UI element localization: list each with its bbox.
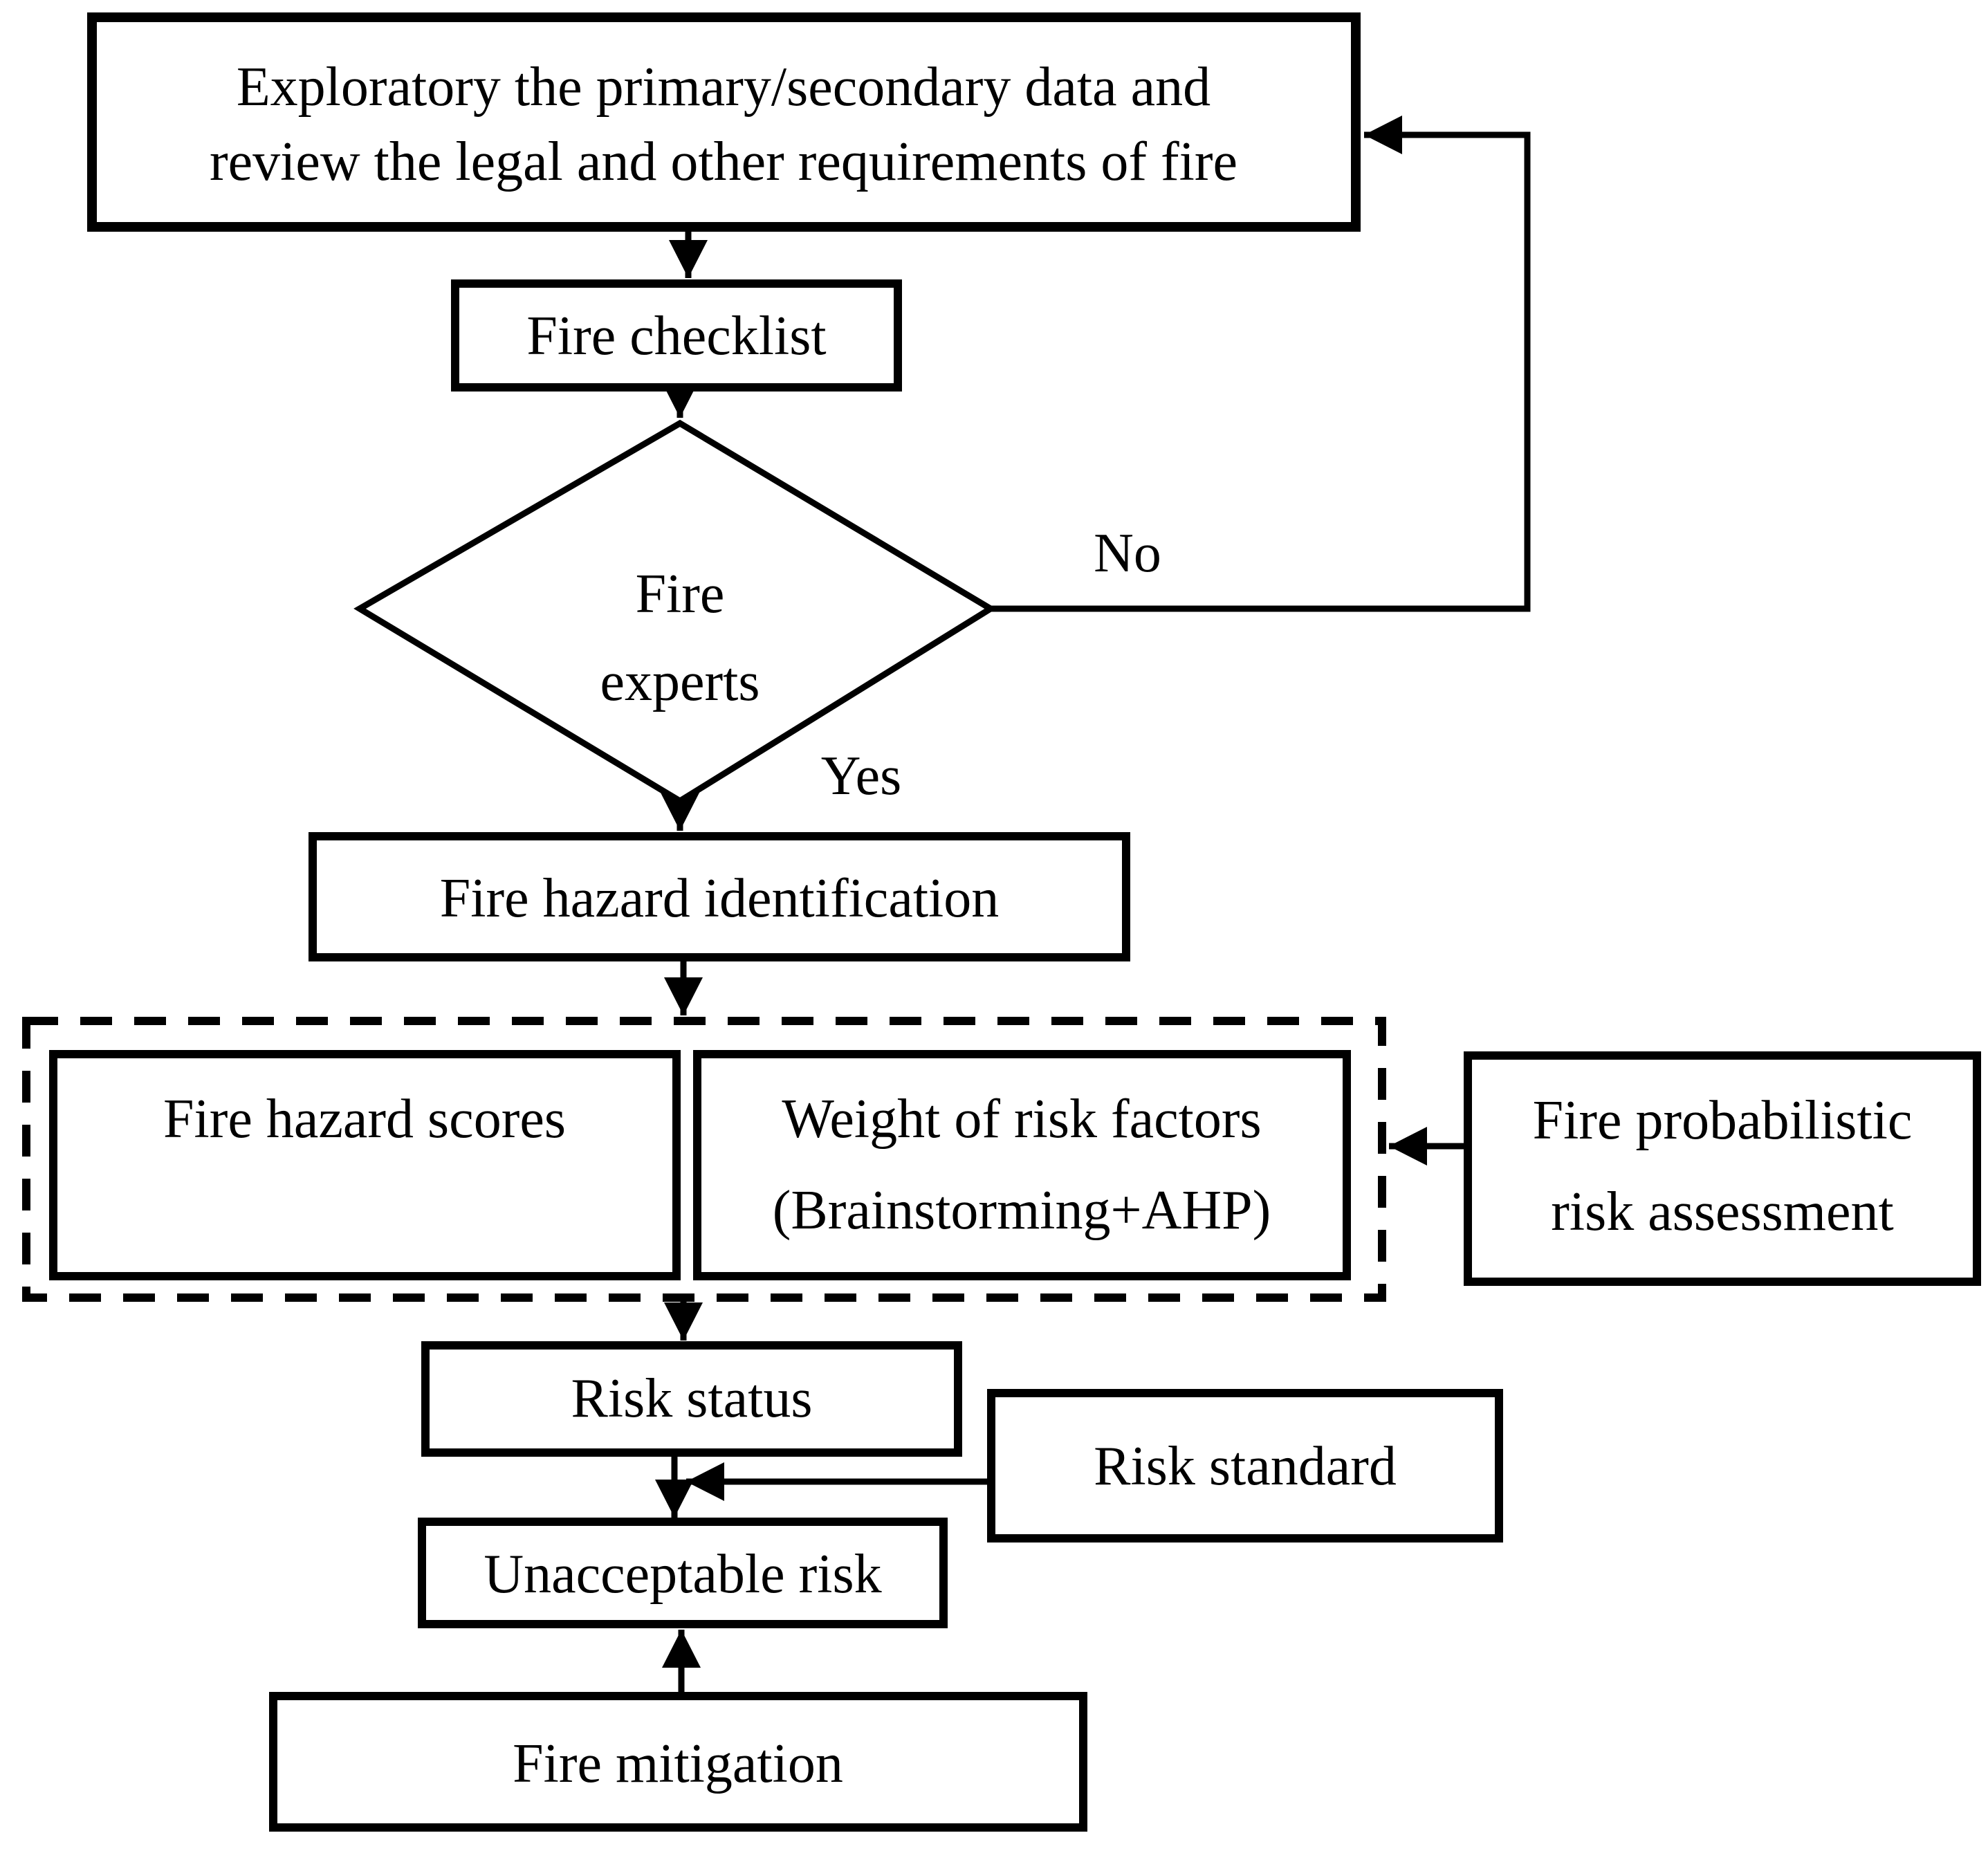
arrow-experts-no-feedback — [991, 116, 1531, 612]
node-exploratory: Exploratory the primary/secondary data a… — [87, 12, 1361, 232]
risk-status-box — [421, 1341, 962, 1457]
node-risk-status: Risk status — [421, 1341, 962, 1457]
fire-mitigation-box — [269, 1692, 1087, 1832]
yes-branch-label: Yes — [821, 746, 901, 807]
unacceptable-risk-text: Unacceptable risk — [484, 1544, 881, 1605]
weight-risk-factors-box — [693, 1050, 1351, 1280]
risk-status-text: Risk status — [571, 1368, 813, 1429]
risk-standard-text: Risk standard — [1094, 1436, 1397, 1497]
assessment-dashed-border — [22, 1017, 1386, 1302]
node-fire-hazard-identification: Fire hazard identification — [309, 832, 1130, 961]
node-fire-checklist: Fire checklist — [451, 279, 902, 392]
node-fire-hazard-scores: Fire hazard scores — [49, 1050, 681, 1280]
fire-checklist-text: Fire checklist — [526, 306, 826, 367]
no-branch-label: No — [1094, 523, 1161, 584]
exploratory-box — [87, 12, 1361, 232]
fire-probabilistic-text-line2: risk assessment — [1551, 1181, 1894, 1242]
fire-checklist-box — [451, 279, 902, 392]
exploratory-text-line2: review the legal and other requirements … — [210, 131, 1237, 192]
node-fire-mitigation: Fire mitigation — [269, 1692, 1087, 1832]
fire-experts-text-line1: Fire — [636, 564, 725, 625]
connectors — [655, 116, 1531, 1696]
fire-probabilistic-text-line1: Fire probabilistic — [1533, 1090, 1913, 1151]
fire-experts-diamond — [353, 419, 997, 805]
fire-hazard-identification-text: Fire hazard identification — [440, 868, 1000, 929]
weight-risk-factors-text-line2: (Brainstorming+AHP) — [773, 1180, 1271, 1241]
fire-experts-text-line2: experts — [600, 652, 760, 712]
assessment-dashed-group: Fire hazard scores Weight of risk factor… — [22, 1017, 1386, 1302]
exploratory-text-line1: Exploratory the primary/secondary data a… — [237, 57, 1211, 118]
node-risk-standard: Risk standard — [987, 1389, 1503, 1543]
node-unacceptable-risk: Unacceptable risk — [418, 1518, 948, 1628]
fire-hazard-scores-text: Fire hazard scores — [163, 1089, 566, 1150]
fire-hazard-identification-box — [309, 832, 1130, 961]
unacceptable-risk-box — [418, 1518, 948, 1628]
node-fire-experts-decision: Fire experts — [353, 419, 997, 805]
weight-risk-factors-text-line1: Weight of risk factors — [782, 1089, 1261, 1150]
risk-standard-box — [987, 1389, 1503, 1543]
node-fire-probabilistic: Fire probabilistic risk assessment — [1464, 1051, 1981, 1286]
fire-mitigation-text: Fire mitigation — [513, 1733, 843, 1794]
node-weight-risk-factors: Weight of risk factors (Brainstorming+AH… — [693, 1050, 1351, 1280]
fire-probabilistic-box — [1464, 1051, 1981, 1286]
fire-hazard-scores-box — [49, 1050, 681, 1280]
